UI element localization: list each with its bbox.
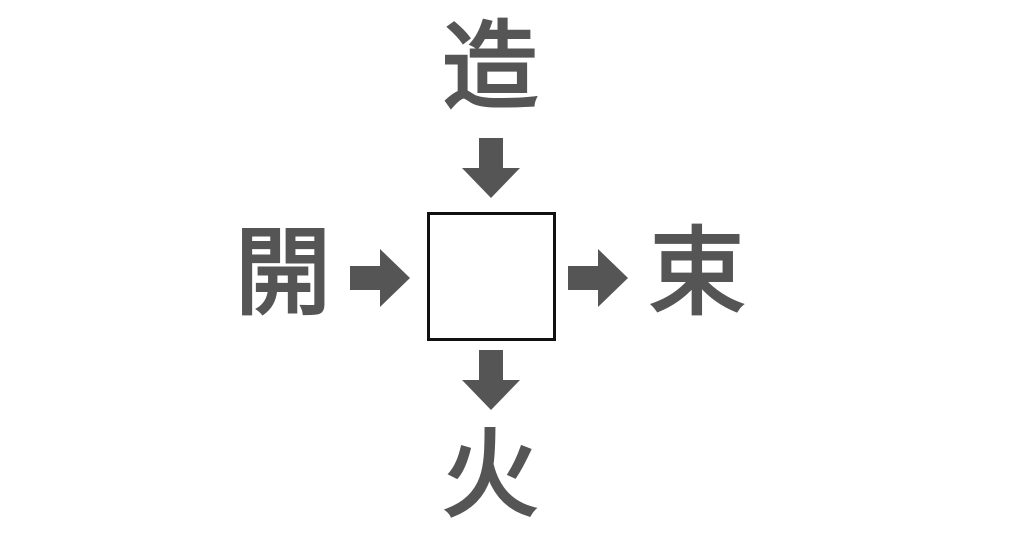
arrow-down-icon bbox=[460, 138, 522, 200]
arrow-right-icon bbox=[350, 247, 412, 309]
arrow-down-icon bbox=[460, 350, 522, 412]
kanji-bottom: 火 bbox=[442, 419, 538, 531]
arrow-right-icon bbox=[568, 247, 630, 309]
kanji-top: 造 bbox=[442, 11, 538, 123]
answer-box[interactable] bbox=[427, 212, 556, 341]
kanji-left: 開 bbox=[235, 217, 331, 329]
kanji-right: 束 bbox=[649, 217, 745, 329]
